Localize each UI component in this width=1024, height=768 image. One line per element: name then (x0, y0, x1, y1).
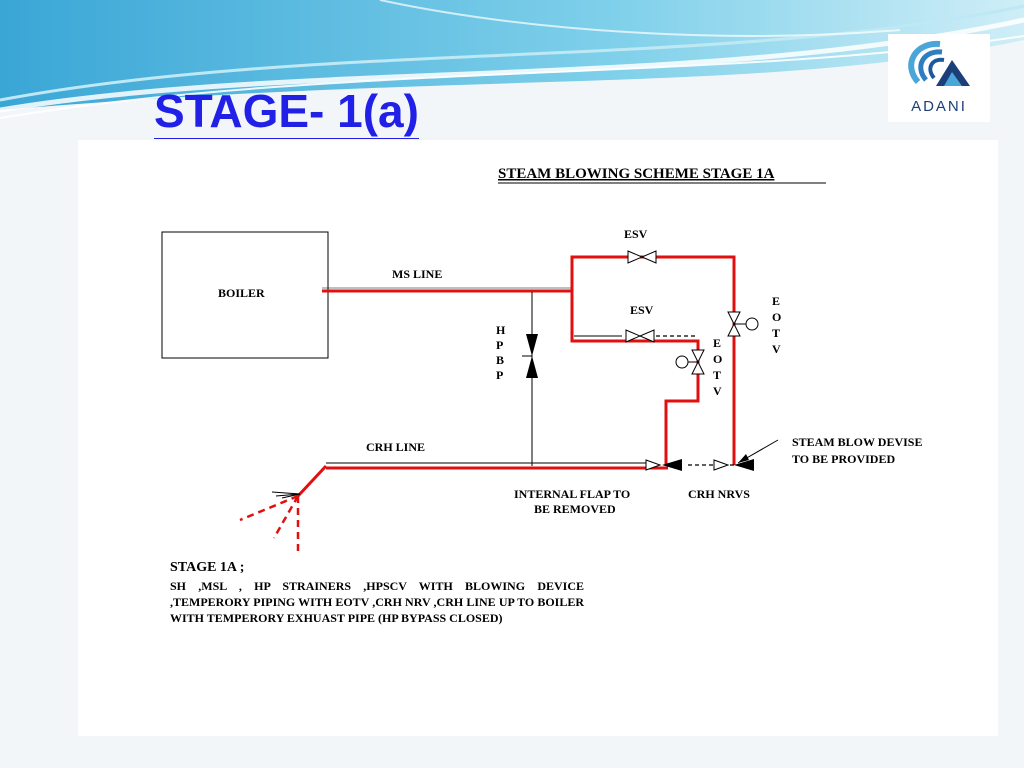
esv-top-label: ESV (624, 227, 648, 241)
exhaust-device-icon (271, 491, 301, 499)
exhaust-pipe (296, 464, 328, 498)
ms-line-label: MS LINE (392, 267, 442, 281)
eotv-mid-letter-t: T (713, 368, 721, 382)
eotv-right-letter-o: O (772, 310, 781, 324)
hpbp-letter-p2: P (496, 368, 503, 382)
steam-blowing-diagram: STEAM BLOWING SCHEME STAGE 1A BOILER MS … (161, 166, 922, 554)
crh-line-label: CRH LINE (366, 440, 425, 454)
temporary-piping-loop (570, 255, 736, 465)
crh-nrv-right-solid-icon (734, 459, 754, 471)
internal-flap-label-line1: INTERNAL FLAP TO (514, 487, 630, 501)
diagram-title: STEAM BLOWING SCHEME STAGE 1A (498, 166, 775, 182)
crh-nrv-left-icon (645, 459, 662, 471)
eotv-mid-letter-o: O (713, 352, 722, 366)
diagram-panel: STEAM BLOWING SCHEME STAGE 1A BOILER MS … (78, 140, 998, 736)
crh-nrvs-label: CRH NRVS (688, 487, 750, 501)
slide-title: STAGE- 1(a) (154, 85, 419, 139)
eotv-right-actuator-icon (745, 317, 759, 331)
internal-flap-label-line2: BE REMOVED (534, 502, 616, 516)
boiler-label: BOILER (218, 286, 265, 300)
eotv-mid-letter-e: E (713, 336, 721, 350)
adani-logo: ADANI (888, 34, 990, 122)
stage-notes-body: SH ,MSL , HP STRAINERS ,HPSCV WITH BLOWI… (170, 579, 584, 625)
steam-blow-label-line2: TO BE PROVIDED (792, 452, 895, 466)
eotv-right-letter-t: T (772, 326, 780, 340)
esv-top-valve-icon (627, 250, 657, 264)
hpbp-letter-h: H (496, 323, 506, 337)
steam-blow-label-line1: STEAM BLOW DEVISE (792, 435, 922, 449)
exhaust-dash-2 (272, 495, 300, 539)
eotv-mid-letter-v: V (713, 384, 722, 398)
adani-logo-icon (908, 40, 970, 86)
eotv-right-letter-v: V (772, 342, 781, 356)
esv-mid-valve-icon (625, 329, 655, 343)
eotv-mid-actuator-icon (675, 355, 689, 369)
hpbp-letter-b: B (496, 353, 504, 367)
boiler-box (161, 231, 329, 359)
hpbp-letter-p1: P (496, 338, 503, 352)
exhaust-dash-1 (239, 494, 299, 522)
stage-notes-heading: STAGE 1A ; (170, 560, 245, 575)
crh-nrv-right-icon (713, 459, 730, 471)
crh-nrv-left-solid-icon (662, 459, 682, 471)
eotv-right-letter-e: E (772, 294, 780, 308)
esv-mid-label: ESV (630, 303, 654, 317)
steam-blow-arrowhead-icon (738, 454, 749, 463)
stage-notes: STAGE 1A ; SH ,MSL , HP STRAINERS ,HPSCV… (170, 560, 584, 626)
logo-text: ADANI (911, 98, 967, 115)
